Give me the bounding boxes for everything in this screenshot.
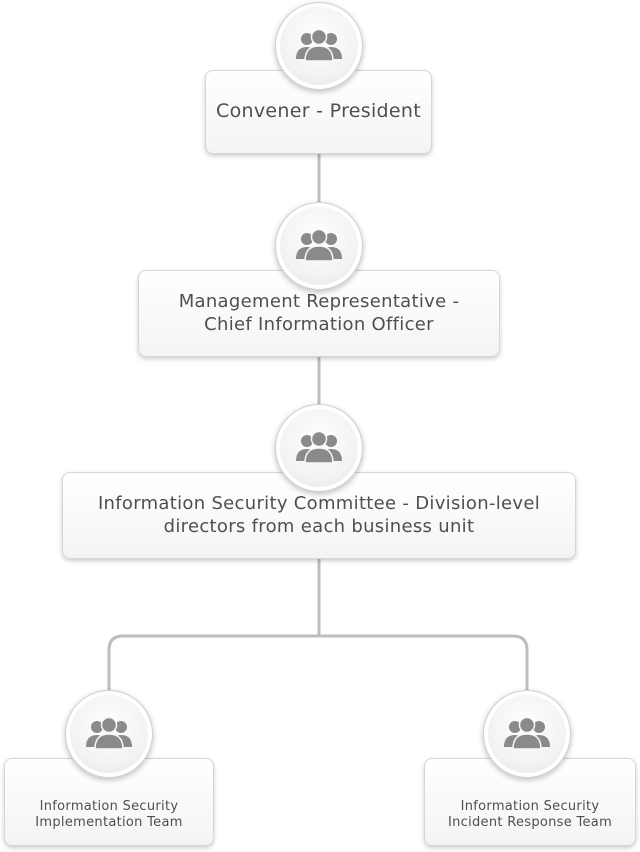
- group-icon: [86, 717, 132, 750]
- node-label-incident-team: Information Security Incident Response T…: [447, 798, 613, 830]
- node-badge-convener: [275, 2, 363, 90]
- node-label-management-rep: Management Representative - Chief Inform…: [178, 291, 460, 335]
- node-badge-implementation-team: [65, 690, 153, 778]
- node-badge-incident-team: [483, 690, 571, 778]
- group-icon: [296, 229, 342, 262]
- connector-committee-teams: [107, 554, 529, 702]
- group-icon: [296, 431, 342, 464]
- group-icon: [504, 717, 550, 750]
- node-label-committee: Information Security Committee - Divisio…: [97, 493, 541, 537]
- group-icon: [296, 29, 342, 62]
- node-badge-management-rep: [275, 202, 363, 290]
- node-label-implementation-team: Information Security Implementation Team: [35, 798, 183, 830]
- node-label-convener: Convener - President: [216, 100, 421, 123]
- node-badge-committee: [275, 404, 363, 492]
